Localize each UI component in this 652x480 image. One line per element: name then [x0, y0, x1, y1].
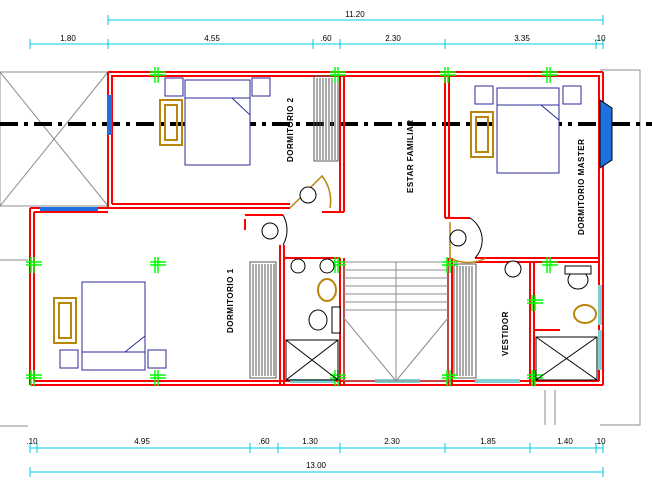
door-swing-icon: [289, 174, 487, 264]
dim-bottom-3: .60: [258, 437, 270, 446]
shower-icon: [285, 336, 598, 381]
bed-icon: [496, 87, 560, 174]
dim-bottom-total: 13.00: [306, 461, 327, 470]
nightstand-icon: [59, 349, 167, 369]
dim-bottom-2: 4.95: [134, 437, 150, 446]
closet-hatch: [249, 75, 477, 379]
nightstand-icon: [474, 85, 582, 105]
room-label-estar-familiar: ESTAR FAMILIAR: [406, 119, 415, 193]
dim-bottom-6: 1.85: [480, 437, 496, 446]
room-label-dormitorio-2: DORMITORIO 2: [286, 97, 295, 162]
dim-top-total: 11.20: [345, 10, 365, 19]
room-label-vestidor: VESTIDOR: [501, 311, 510, 356]
dim-top-5: 3.35: [514, 34, 530, 43]
top-dimensions: [29, 15, 604, 49]
glass-block: [290, 285, 602, 383]
planter-icon: [53, 99, 494, 344]
bed-icon: [184, 79, 251, 166]
sink-icon: [317, 278, 597, 324]
dim-bottom-5: 2.30: [384, 437, 400, 446]
door-swing-icon: [282, 214, 483, 259]
dim-bottom-4: 1.30: [302, 437, 318, 446]
site-outline: [0, 69, 641, 427]
room-label-dormitorio-1: DORMITORIO 1: [226, 268, 235, 333]
sink-icon: [261, 186, 522, 278]
bottom-dimensions: [29, 443, 604, 477]
dim-top-6: .10: [594, 34, 606, 43]
nightstand-icon: [164, 77, 271, 97]
dim-bottom-1: .10: [26, 437, 38, 446]
toilet-icon: [308, 265, 592, 334]
dim-top-2: 4.55: [204, 34, 220, 43]
dim-top-3: .60: [320, 34, 332, 43]
window-master: [599, 99, 613, 169]
dim-bottom-7: 1.40: [557, 437, 573, 446]
stair-icon: [343, 261, 449, 382]
dim-bottom-8: .10: [594, 437, 606, 446]
room-label-dormitorio-master: DORMITORIO MASTER: [577, 139, 586, 235]
dim-top-4: 2.30: [385, 34, 401, 43]
bed-icon: [81, 281, 146, 371]
window-left: [40, 207, 98, 211]
dim-top-1: 1.80: [60, 34, 76, 43]
window-dorm2: [107, 95, 112, 135]
